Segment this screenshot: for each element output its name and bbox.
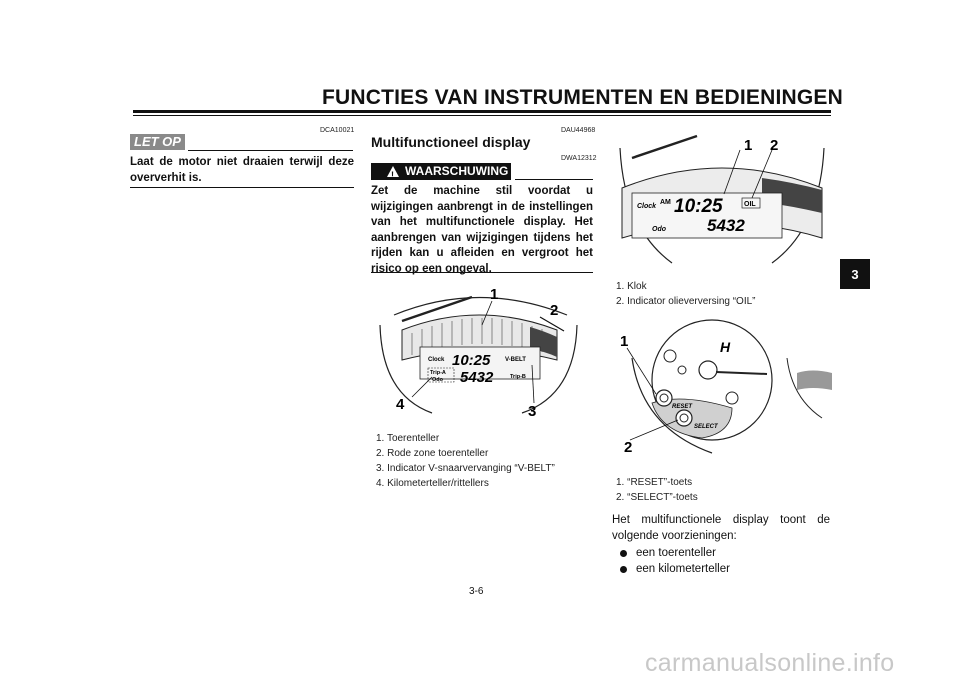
header-rule [133,110,831,113]
bullet-icon [620,549,627,557]
warning-rule-top [515,179,593,180]
right-legend-1: 1. Klok 2. Indicator olieverversing “OIL… [616,279,756,309]
legend-item: 1. Klok [616,281,647,292]
buttons-figure: RESET SELECT H 1 2 [620,319,832,456]
fig2-oil-label: OIL [744,201,756,208]
fig-odo-label: Odo [432,377,444,383]
fig2-am-label: AM [660,199,671,206]
warning-text: Zet de machine stil voordat u wijziginge… [371,185,593,275]
fig2-clock-label: Clock [637,203,657,210]
header-rule-thin [133,115,831,116]
fig-tripa-label: Trip-A [430,370,446,376]
warning-rule-bottom [371,272,593,273]
notice-rule-top [188,150,353,151]
fig-callout-3: 3 [528,403,536,420]
fig-odo-digits: 5432 [460,369,494,386]
fig2-odo-label: Odo [652,226,667,233]
legend-item: 2. Indicator olieverversing “OIL” [616,296,756,307]
fig3-reset-label: RESET [672,404,693,410]
list-item: een kilometerteller [620,561,730,577]
list-item: een toerenteller [620,545,730,561]
legend-item: 2. “SELECT”-toets [616,492,698,503]
fig-time-digits: 10:25 [452,352,491,369]
fig3-callout-2: 2 [624,439,632,456]
fig-callout-4: 4 [396,396,405,413]
notice-rule-bottom [130,187,354,188]
fig3-select-label: SELECT [694,424,719,430]
notice-text: Laat de motor niet draaien terwijl deze … [130,156,354,184]
page-header-title: FUNCTIES VAN INSTRUMENTEN EN BEDIENINGEN [322,86,843,109]
legend-item: 3. Indicator V-snaarvervanging “V-BELT” [376,463,555,474]
warning-badge: WAARSCHUWING [371,163,511,184]
legend-item: 1. Toerenteller [376,433,440,444]
notice-code: DCA10021 [320,127,355,134]
legend-item: 4. Kilometerteller/rittellers [376,478,489,489]
instrument-cluster-figure: Clock 10:25 V-BELT Trip-A Odo 5432 Trip-… [379,286,578,420]
fig2-callout-1: 1 [744,137,752,154]
section-title: Multifunctioneel display [371,134,531,150]
notice-badge: LET OP [130,134,185,150]
watermark: carmanualsonline.info [645,649,895,677]
body-paragraph: Het multifunctionele display toont de vo… [612,514,830,542]
fig2-odo-digits: 5432 [707,216,745,235]
right-legend-2: 1. “RESET”-toets 2. “SELECT”-toets [616,475,698,505]
fig-callout-2: 2 [550,302,558,319]
legend-item: 2. Rode zone toerenteller [376,448,489,459]
warning-label: WAARSCHUWING [405,164,509,178]
fig3-callout-1: 1 [620,333,628,350]
warning-triangle-icon [387,166,399,184]
fig-tripb-label: Trip-B [510,374,526,380]
bullet-icon [620,565,627,573]
mid-legend: 1. Toerenteller 2. Rode zone toerentelle… [376,431,555,491]
fig2-callout-2: 2 [770,137,778,154]
fig-clock-label: Clock [428,357,445,363]
feature-list: een toerenteller een kilometerteller [620,545,730,577]
fig2-time-digits: 10:25 [674,196,723,217]
fig-callout-1: 1 [490,286,498,303]
page-number: 3-6 [469,586,484,597]
warning-code: DWA12312 [561,155,597,162]
chapter-tab: 3 [840,259,870,289]
legend-item: 1. “RESET”-toets [616,477,693,488]
fig3-h-label: H [720,339,731,355]
clock-display-figure: Clock AM 10:25 OIL Odo 5432 1 2 [619,134,825,264]
fig-vbelt-label: V-BELT [505,357,526,363]
section-code: DAU44968 [561,127,596,134]
